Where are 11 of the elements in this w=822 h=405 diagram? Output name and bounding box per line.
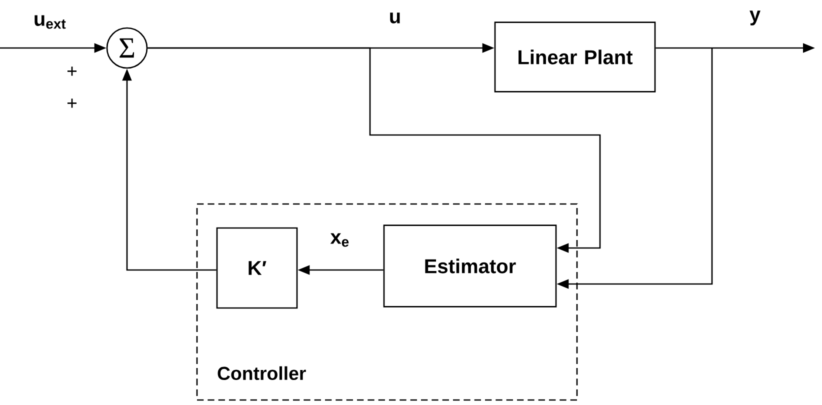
sign-label: + — [67, 98, 77, 108]
sign-label: + — [67, 66, 77, 76]
edge-label: y — [750, 10, 760, 26]
edge-label: u$_{ext}$ — [34, 15, 66, 29]
arrow — [148, 47, 601, 253]
block-box: Estimator — [383, 224, 557, 308]
block-box: K′ — [216, 227, 298, 309]
edge-label: x$_{e}$ — [330, 233, 349, 247]
edge-label: u — [390, 12, 400, 24]
block-box: Linear Plant — [494, 22, 656, 92]
summing-junction: Σ — [106, 27, 148, 69]
